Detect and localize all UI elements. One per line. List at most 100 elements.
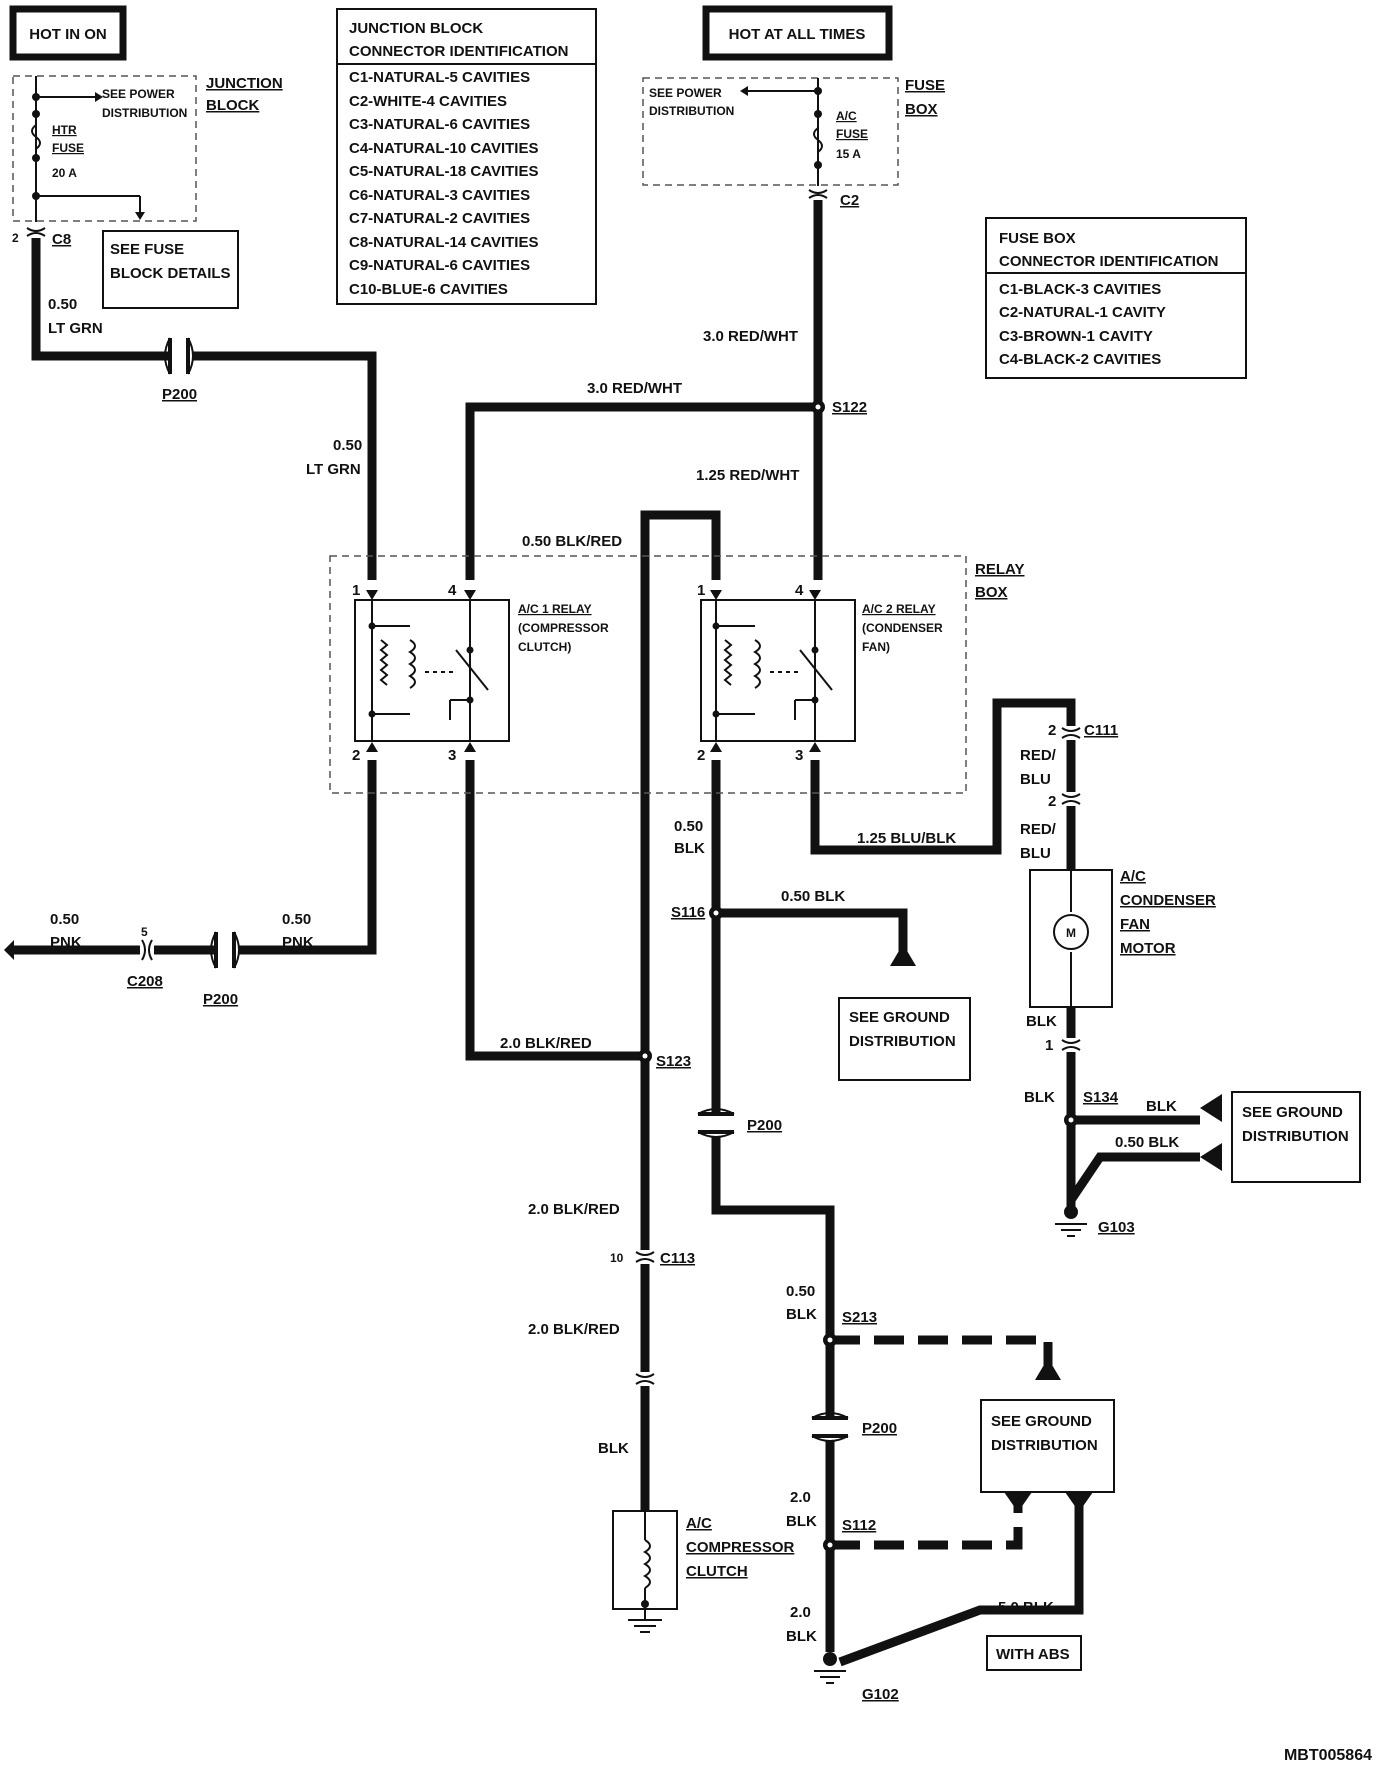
see-fuse-2: BLOCK DETAILS xyxy=(110,265,231,282)
jt-row: C4-NATURAL-10 CAVITIES xyxy=(349,140,538,157)
relay-pin-markers xyxy=(366,590,821,752)
c111-pin-bot: 2 xyxy=(1048,793,1056,810)
wire-label: BLK xyxy=(786,1513,817,1530)
wire-label: RED/ xyxy=(1020,821,1057,838)
wire-label: BLK xyxy=(1026,1013,1057,1030)
c208-connector xyxy=(140,939,154,961)
jt-row: C9-NATURAL-6 CAVITIES xyxy=(349,257,530,274)
wire-label: 5.0 BLK xyxy=(998,1599,1054,1616)
jt-header-2: CONNECTOR IDENTIFICATION xyxy=(349,43,568,60)
relay-box-title-1: RELAY xyxy=(975,561,1024,578)
motor-symbol: M xyxy=(1066,926,1076,940)
fb-title-1: FUSE xyxy=(905,77,945,94)
fuse-box: SEE POWER DISTRIBUTION FUSE BOX A/C FUSE… xyxy=(642,77,945,209)
wire-label: 2.0 BLK/RED xyxy=(528,1321,620,1338)
jt-row: C8-NATURAL-14 CAVITIES xyxy=(349,234,538,251)
see-ground-box-1: SEE GROUND DISTRIBUTION xyxy=(838,944,971,1081)
c111-label: C111 xyxy=(1084,722,1118,739)
c113-label: C113 xyxy=(660,1250,695,1267)
hot-in-on-label: HOT IN ON xyxy=(29,26,107,43)
relay2-pin4: 4 xyxy=(795,582,804,599)
relay1-pin1: 1 xyxy=(352,582,360,599)
wire-label: 0.50 xyxy=(48,296,77,313)
ft-row: C4-BLACK-2 CAVITIES xyxy=(999,351,1161,368)
fb-fuse-3: 15 A xyxy=(836,147,861,161)
jt-row: C3-NATURAL-6 CAVITIES xyxy=(349,116,530,133)
wire-label: LT GRN xyxy=(48,320,103,337)
wire-labels: 0.50 LT GRN 0.50 LT GRN P200 3.0 RED/WHT… xyxy=(48,296,1179,1645)
fb-fuse-2: FUSE xyxy=(836,127,868,141)
see-fuse-1: SEE FUSE xyxy=(110,241,184,258)
clutch-inline-connector xyxy=(635,1372,655,1386)
jt-row: C1-NATURAL-5 CAVITIES xyxy=(349,69,530,86)
see-ground-1b: DISTRIBUTION xyxy=(849,1033,956,1050)
relay1-label-2: (COMPRESSOR xyxy=(518,621,609,635)
wire-label: BLK xyxy=(674,840,705,857)
motor-icon xyxy=(1053,914,1089,950)
junction-block: SEE POWER DISTRIBUTION JUNCTION BLOCK HT… xyxy=(12,75,283,309)
motor-label-2: CONDENSER xyxy=(1120,892,1216,909)
jt-row: C5-NATURAL-18 CAVITIES xyxy=(349,163,538,180)
fuse-connector-table: FUSE BOX CONNECTOR IDENTIFICATION C1-BLA… xyxy=(985,217,1247,379)
see-ground-2b: DISTRIBUTION xyxy=(1242,1128,1349,1145)
wire-label: BLK xyxy=(1024,1089,1055,1106)
wire-label: 0.50 xyxy=(786,1283,815,1300)
relay2-pin2: 2 xyxy=(697,747,705,764)
junction-connector-table: JUNCTION BLOCK CONNECTOR IDENTIFICATION … xyxy=(336,8,597,305)
p200-connector-1 xyxy=(164,337,194,375)
wire-label: 3.0 RED/WHT xyxy=(587,380,682,397)
s112-label: S112 xyxy=(842,1517,876,1534)
wire-label: PNK xyxy=(282,934,314,951)
fb-connector: C2 xyxy=(840,192,859,209)
wire-label: 2.0 xyxy=(790,1489,811,1506)
ac-relay-2: A/C 2 RELAY (CONDENSER FAN) 1 4 2 3 xyxy=(697,582,943,764)
see-ground-box-3: SEE GROUND DISTRIBUTION xyxy=(980,1358,1115,1512)
ft-header-2: CONNECTOR IDENTIFICATION xyxy=(999,253,1218,270)
s134-label: S134 xyxy=(1083,1089,1119,1106)
wire-label: BLK xyxy=(1146,1098,1177,1115)
motor-label-3: FAN xyxy=(1120,916,1150,933)
wire-label: 0.50 BLK/RED xyxy=(522,533,622,550)
fb-fuse-1: A/C xyxy=(836,109,857,123)
with-abs-label: WITH ABS xyxy=(996,1646,1070,1663)
wire-label: 0.50 xyxy=(333,437,362,454)
ground-g102: G102 xyxy=(814,1652,899,1703)
p200-label: P200 xyxy=(747,1117,782,1134)
hot-at-all-times-label: HOT AT ALL TIMES xyxy=(729,26,866,43)
see-fuse-box xyxy=(102,230,239,309)
wire-label: LT GRN xyxy=(306,461,361,478)
jb-fuse-1: HTR xyxy=(52,123,77,137)
motor-pin: 1 xyxy=(1045,1037,1053,1054)
figure-id: MBT005864 xyxy=(1284,1747,1372,1764)
relay1-pin2: 2 xyxy=(352,747,360,764)
jt-row: C6-NATURAL-3 CAVITIES xyxy=(349,187,530,204)
jt-row: C7-NATURAL-2 CAVITIES xyxy=(349,210,530,227)
see-ground-box-2: SEE GROUND DISTRIBUTION xyxy=(1200,1091,1361,1183)
c111-pin-top: 2 xyxy=(1048,722,1056,739)
clutch-label-2: COMPRESSOR xyxy=(686,1539,795,1556)
jb-see-power-1: SEE POWER xyxy=(102,87,175,101)
with-abs-box: WITH ABS xyxy=(986,1635,1082,1671)
clutch-label-1: A/C xyxy=(686,1515,712,1532)
c111-connector xyxy=(1061,726,1081,806)
wire-label: 0.50 xyxy=(50,911,79,928)
relay2-pin1: 1 xyxy=(697,582,705,599)
compressor-clutch: A/C COMPRESSOR CLUTCH xyxy=(612,1510,795,1633)
jb-title-1: JUNCTION xyxy=(206,75,283,92)
ft-row: C2-NATURAL-1 CAVITY xyxy=(999,304,1166,321)
relay2-label-1: A/C 2 RELAY xyxy=(862,602,936,616)
wire-label: BLU xyxy=(1020,771,1051,788)
p200-label: P200 xyxy=(862,1420,897,1437)
relay-box: RELAY BOX A/C 1 RELAY (COMPRESSOR CLUTCH… xyxy=(329,555,1024,794)
relay-box-title-2: BOX xyxy=(975,584,1008,601)
jb-fuse-2: FUSE xyxy=(52,141,84,155)
ft-header-1: FUSE BOX xyxy=(999,230,1076,247)
relay2-label-2: (CONDENSER xyxy=(862,621,943,635)
wire-label: 2.0 BLK/RED xyxy=(528,1201,620,1218)
p200-connector-4 xyxy=(811,1412,849,1442)
wire-label: PNK xyxy=(50,934,82,951)
c208-pin: 5 xyxy=(141,925,148,939)
motor-pin-connector xyxy=(1061,1038,1081,1052)
relay1-pin3: 3 xyxy=(448,747,456,764)
